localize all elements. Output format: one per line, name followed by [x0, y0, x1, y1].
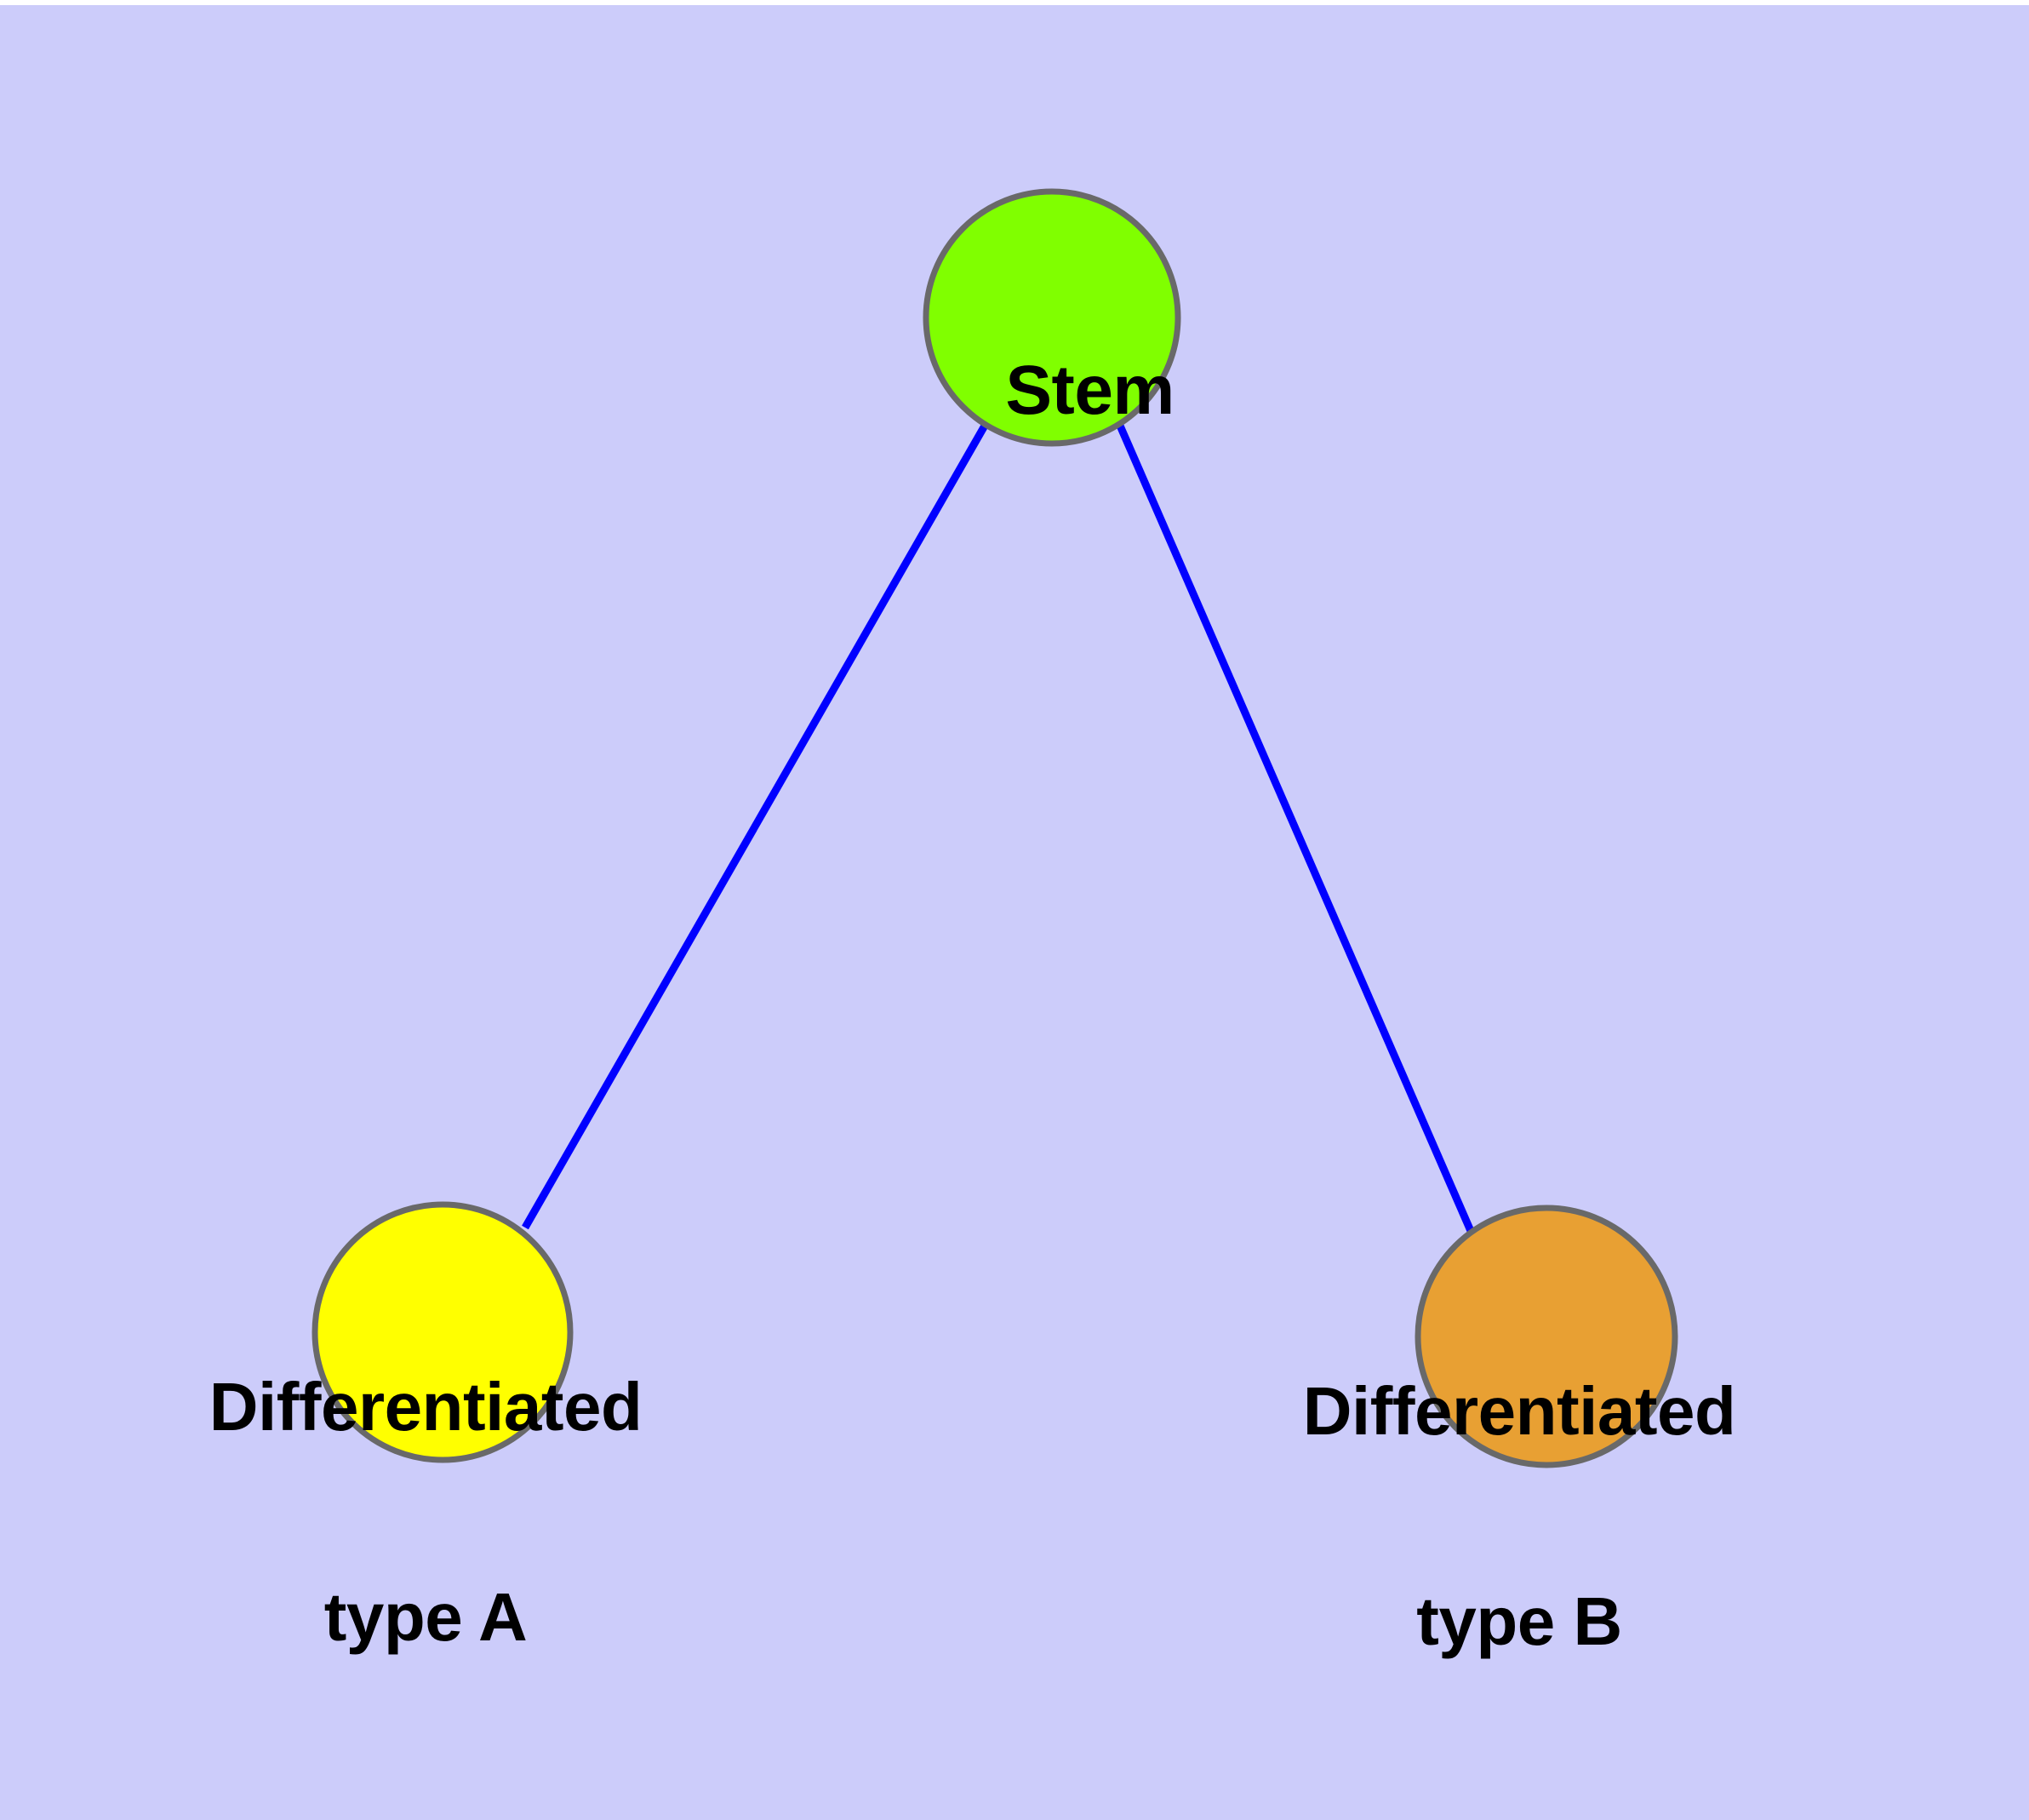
- node-layer: [311, 188, 1678, 1468]
- edge-stem-to-differentiated-type-b: [1116, 424, 1475, 1233]
- edge-layer: [522, 423, 1475, 1233]
- node-circle-stem[interactable]: [923, 188, 1181, 447]
- edge-stem-to-differentiated-type-a: [522, 423, 988, 1230]
- node-circle-differentiated-type-b[interactable]: [1415, 1205, 1678, 1468]
- node-circle-differentiated-type-a[interactable]: [311, 1201, 574, 1463]
